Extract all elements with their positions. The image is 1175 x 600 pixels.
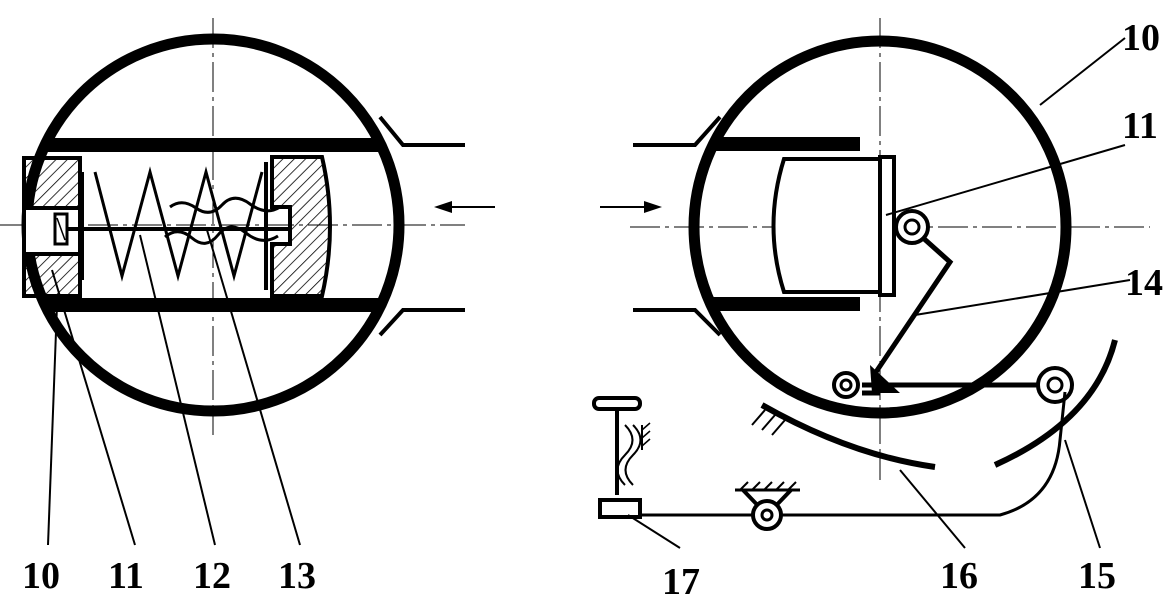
shoe-16 xyxy=(751,402,936,470)
pivot-support xyxy=(735,481,800,531)
label-10-right: 10 xyxy=(1122,17,1160,59)
right-leaders xyxy=(627,37,1131,549)
left-leaders xyxy=(47,229,301,546)
label-11-right: 11 xyxy=(1122,105,1158,147)
label-12: 12 xyxy=(193,555,231,597)
label-17: 17 xyxy=(662,561,700,600)
wavy-lines xyxy=(164,196,281,245)
left-view: 10 11 12 13 xyxy=(0,18,495,597)
left-lower-rail xyxy=(27,298,399,312)
right-upper-rail xyxy=(694,137,860,151)
right-view: 10 11 14 16 15 17 xyxy=(592,17,1163,600)
linkage-line xyxy=(640,391,1067,517)
label-13: 13 xyxy=(278,555,316,597)
label-10-left: 10 xyxy=(22,555,60,597)
left-plate xyxy=(80,172,84,280)
right-lower-rail xyxy=(694,297,860,311)
label-15: 15 xyxy=(1078,555,1116,597)
label-11-left: 11 xyxy=(108,555,144,597)
label-16: 16 xyxy=(940,555,978,597)
pedal xyxy=(592,396,651,519)
right-arrow xyxy=(600,201,662,213)
right-block-11 xyxy=(771,155,896,297)
arc-15 xyxy=(993,339,1118,468)
left-channel xyxy=(378,115,465,337)
label-14: 14 xyxy=(1125,262,1163,304)
right-outer-ring xyxy=(688,35,1072,419)
left-arrow xyxy=(434,201,495,213)
spring xyxy=(93,166,264,282)
lever xyxy=(832,209,1074,404)
right-block xyxy=(264,155,332,298)
left-upper-rail xyxy=(27,138,399,152)
right-channel xyxy=(633,115,722,337)
